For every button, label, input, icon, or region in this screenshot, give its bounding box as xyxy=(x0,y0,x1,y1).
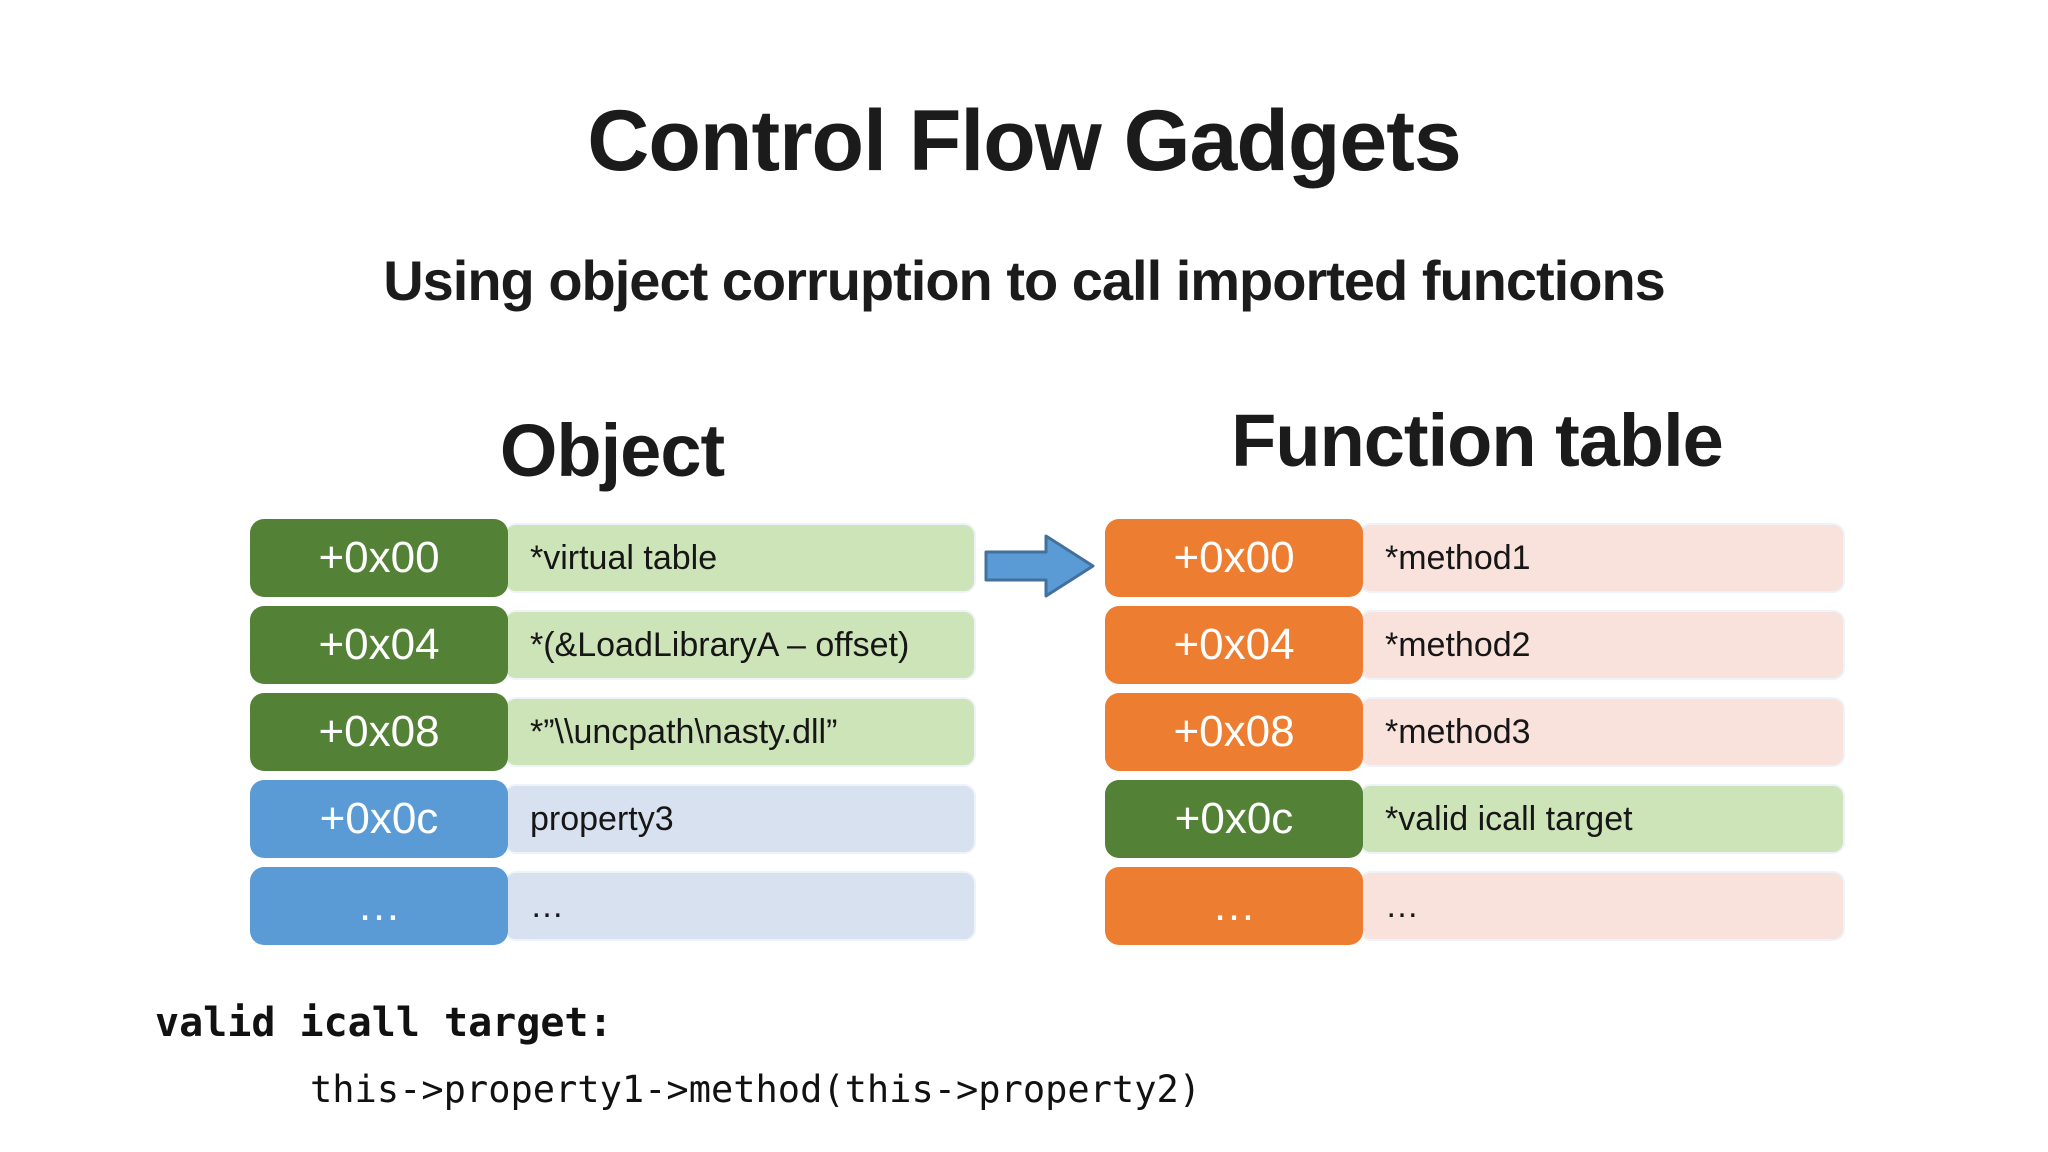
table-row: +0x0c property3 xyxy=(250,780,976,858)
value-cell: *method2 xyxy=(1359,610,1845,680)
offset-cell: +0x0c xyxy=(1105,780,1363,858)
page-subtitle: Using object corruption to call imported… xyxy=(383,249,1666,312)
function-table: +0x00 *method1 +0x04 *method2 +0x08 *met… xyxy=(1105,519,1845,954)
table-row: +0x08 *”\\uncpath\nasty.dll” xyxy=(250,693,976,771)
offset-cell: +0x04 xyxy=(250,606,508,684)
value-cell: *valid icall target xyxy=(1359,784,1845,854)
value-cell: … xyxy=(504,871,976,941)
value-cell: *(&LoadLibraryA – offset) xyxy=(504,610,976,680)
table-row: … … xyxy=(250,867,976,945)
value-cell: *method1 xyxy=(1359,523,1845,593)
offset-cell: +0x08 xyxy=(250,693,508,771)
page-title: Control Flow Gadgets xyxy=(587,93,1461,189)
function-table-heading: Function table xyxy=(1231,399,1724,482)
table-row: +0x04 *method2 xyxy=(1105,606,1845,684)
footer-caption: valid icall target: xyxy=(155,1000,613,1046)
offset-cell: +0x00 xyxy=(250,519,508,597)
offset-cell: +0x00 xyxy=(1105,519,1363,597)
table-row: +0x00 *method1 xyxy=(1105,519,1845,597)
offset-cell: +0x0c xyxy=(250,780,508,858)
table-row: +0x08 *method3 xyxy=(1105,693,1845,771)
footer-code: this->property1->method(this->property2) xyxy=(310,1068,1202,1111)
table-row: +0x04 *(&LoadLibraryA – offset) xyxy=(250,606,976,684)
value-cell: property3 xyxy=(504,784,976,854)
value-cell: *”\\uncpath\nasty.dll” xyxy=(504,697,976,767)
right-arrow-icon xyxy=(984,534,1095,598)
offset-cell: +0x04 xyxy=(1105,606,1363,684)
offset-cell: +0x08 xyxy=(1105,693,1363,771)
offset-cell: … xyxy=(1105,867,1363,945)
offset-cell: … xyxy=(250,867,508,945)
value-cell: … xyxy=(1359,871,1845,941)
object-table: +0x00 *virtual table +0x04 *(&LoadLibrar… xyxy=(250,519,976,954)
table-row: … … xyxy=(1105,867,1845,945)
table-row: +0x00 *virtual table xyxy=(250,519,976,597)
object-table-heading: Object xyxy=(499,409,725,492)
value-cell: *method3 xyxy=(1359,697,1845,767)
value-cell: *virtual table xyxy=(504,523,976,593)
table-row: +0x0c *valid icall target xyxy=(1105,780,1845,858)
